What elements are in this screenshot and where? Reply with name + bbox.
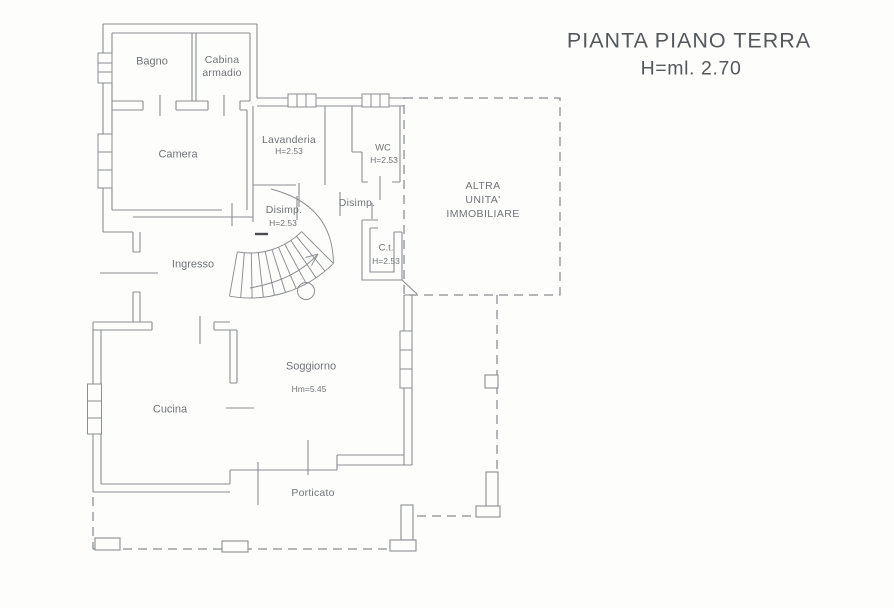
pillar [389,539,417,552]
porticato-pillars [94,374,501,553]
pillar [484,374,499,389]
room-height-wc: H=2.53 [370,155,398,166]
pillar [400,504,414,541]
door-jamb-ticks-top [159,95,225,116]
wall-lavanderia [253,106,326,207]
room-height-ct: H=2.53 [372,256,400,267]
windows [87,52,413,435]
wall-band-bagno-camera [112,100,250,111]
wall-ingresso-left [103,231,141,322]
wall-ct [361,219,403,281]
stair-stringer-curve [270,188,334,264]
dashed-altra-unita-boundary [403,97,561,296]
dashed-boundaries [92,97,561,550]
window-lavanderia [287,93,317,108]
room-label-disimpegno-1: Disimp. [265,203,303,216]
plan-title-height: H=ml. 2.70 [640,57,742,80]
window-soggiorno [399,330,413,389]
window-wc [361,93,390,108]
room-label-ct: C.t. [378,242,394,254]
pillar [485,471,499,509]
room-height-lavanderia: H=2.53 [275,146,303,157]
door-jamb-ticks-disimpegno [296,192,373,220]
room-label-wc: WC [375,142,391,154]
room-label-cabina-2: armadio [202,66,242,79]
spiral-staircase [229,188,334,300]
label-altra-unita-2: UNITA' [465,193,501,206]
room-label-soggiorno: Soggiorno [285,360,337,373]
room-label-bagno: Bagno [136,55,168,68]
wall-bagno-cabina [191,33,197,101]
wall-cucina-soggiorno [226,329,254,409]
wall-top-strip [257,97,404,107]
door-swing-ct [401,279,418,295]
wall-camera-lavanderia [246,106,254,222]
label-altra-unita-1: ALTRA [465,179,501,192]
window-bagno [97,52,113,84]
room-label-ingresso: Ingresso [171,258,215,271]
pillar [475,505,501,518]
wall-camera-bottom [112,203,253,226]
wall-wc [351,106,401,200]
plan-title: PIANTA PIANO TERRA [566,28,812,53]
room-label-cabina: Cabina [204,53,240,66]
pillar [94,537,121,551]
room-label-lavanderia: Lavanderia [262,133,316,146]
stair-newel-circle [297,282,315,300]
room-height-soggiorno: Hm=5.45 [291,384,327,395]
window-cucina [87,383,102,435]
stair-direction-arrow [249,253,319,289]
pillar [221,540,249,553]
wall-porticato-edge [230,440,412,505]
interior-wall [111,32,251,210]
wall-ingresso-cucina [93,316,237,344]
room-label-cucina: Cucina [152,403,188,416]
room-label-porticato: Porticato [291,486,335,499]
window-camera [97,133,113,189]
room-height-disimpegno-1: H=2.53 [269,218,297,229]
room-label-camera: Camera [158,148,198,161]
label-altra-unita-3: IMMOBILIARE [446,207,520,220]
stair-treads [229,231,334,299]
dashed-porticato-bottom [92,497,390,550]
room-label-disimpegno-2: Disimp. [338,196,376,209]
